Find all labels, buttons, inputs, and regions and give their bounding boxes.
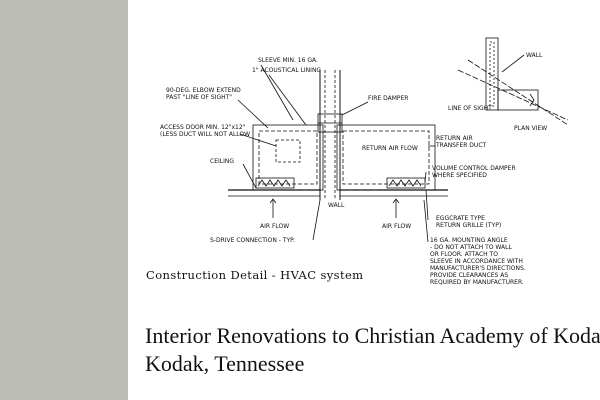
angle-label-3: OR FLOOR. ATTACH TO	[430, 251, 498, 258]
access-door-label-2: (LESS DUCT WILL NOT ALLOW	[160, 131, 250, 138]
plan-view-label: PLAN VIEW	[514, 125, 547, 132]
wall-label: WALL	[328, 202, 345, 209]
hvac-detail-drawing: SLEEVE MIN. 16 GA. 1" ACOUSTICAL LINING …	[128, 0, 600, 300]
return-duct-label-2: TRANSFER DUCT	[435, 142, 487, 149]
eggcrate-label-1: EGGCRATE TYPE	[436, 215, 485, 222]
access-door-label-1: ACCESS DOOR MIN. 12"x12"	[160, 124, 246, 131]
angle-label-2: - DO NOT ATTACH TO WALL	[430, 244, 512, 251]
elbow-label-1: 90-DEG. ELBOW EXTEND	[166, 87, 241, 94]
plan-wall-label: WALL	[526, 52, 543, 59]
angle-label-7: REQUIRED BY MANUFACTURER.	[430, 279, 524, 286]
left-gray-band	[0, 0, 128, 400]
return-flow-label: RETURN AIR FLOW	[362, 145, 418, 152]
vcd-label-2: WHERE SPECIFIED	[432, 172, 487, 179]
lining-label: 1" ACOUSTICAL LINING	[252, 67, 321, 74]
s-drive-label: S-DRIVE CONNECTION - TYP.	[210, 237, 295, 244]
angle-label-5: MANUFACTURER'S DIRECTIONS.	[430, 265, 526, 272]
line-of-sight-label: LINE OF SIGHT	[448, 105, 492, 112]
air-flow-right-label: AIR FLOW	[382, 223, 411, 230]
eggcrate-label-2: RETURN GRILLE (TYP)	[436, 222, 501, 229]
sleeve-label: SLEEVE MIN. 16 GA.	[258, 57, 318, 64]
elbow-label-2: PAST "LINE OF SIGHT"	[166, 94, 232, 101]
angle-label-1: 16 GA. MOUNTING ANGLE	[430, 237, 508, 244]
page-title: Interior Renovations to Christian Academ…	[145, 323, 600, 348]
angle-label-4: SLEEVE IN ACCORDANCE WITH	[430, 258, 523, 265]
vcd-label-1: VOLUME CONTROL DAMPER	[432, 165, 516, 172]
return-duct-label-1: RETURN AIR	[436, 135, 473, 142]
fire-damper-label: FIRE DAMPER	[368, 95, 408, 102]
angle-label-6: PROVIDE CLEARANCES AS	[430, 272, 508, 279]
drawing-caption: Construction Detail - HVAC system	[146, 268, 364, 282]
ceiling-label: CEILING	[210, 158, 234, 165]
page-subtitle: Kodak, Tennessee	[145, 351, 305, 376]
air-flow-left-label: AIR FLOW	[260, 223, 289, 230]
